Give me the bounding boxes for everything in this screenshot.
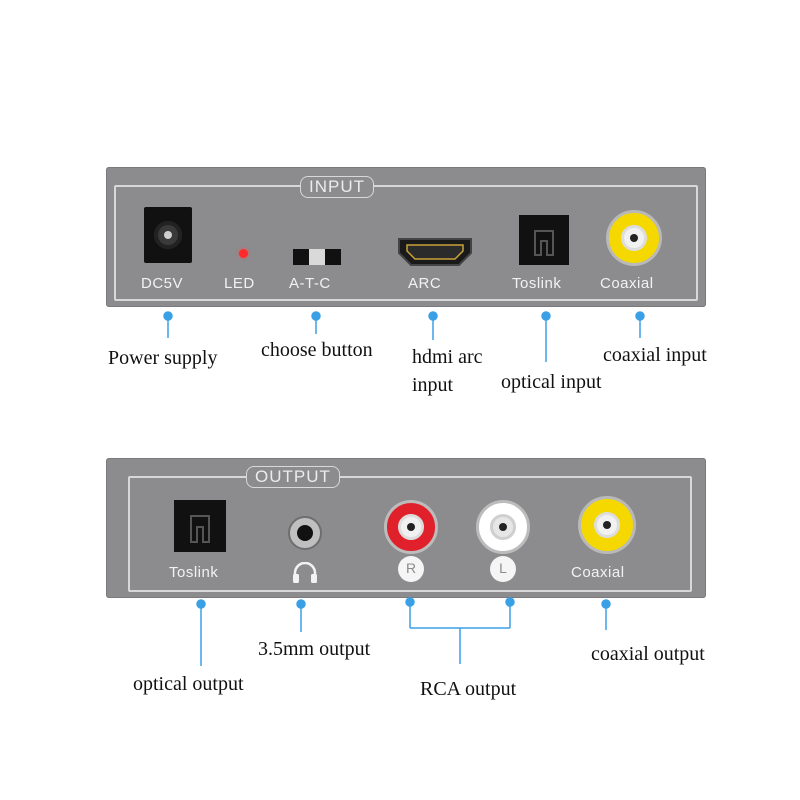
headphone-jack-port[interactable] <box>288 516 322 550</box>
hdmi-arc-port[interactable] <box>397 237 473 267</box>
callout-coaxial-output: coaxial output <box>591 643 705 665</box>
hdmi-port-icon <box>398 238 472 266</box>
callout-rca-output: RCA output <box>420 678 517 700</box>
label-coaxial-in: Coaxial <box>600 275 654 292</box>
input-panel-frame <box>114 185 698 301</box>
led-indicator <box>239 249 248 258</box>
input-panel: INPUT DC5V LED A-T-C ARC Toslink Coaxial <box>106 167 706 307</box>
callout-coaxial-input: coaxial input <box>603 344 707 366</box>
input-panel-title: INPUT <box>300 176 374 198</box>
headphone-icon <box>293 562 317 583</box>
toslink-output-port[interactable] <box>174 500 226 552</box>
label-dc5v: DC5V <box>141 275 184 292</box>
callout-dot-coaxial-in <box>635 311 645 321</box>
label-rca-r: R <box>405 560 417 576</box>
output-panel: OUTPUT Toslink R L Coaxial <box>106 458 706 598</box>
toslink-icon <box>534 230 554 256</box>
label-arc: ARC <box>408 275 442 292</box>
callout-power-supply: Power supply <box>108 347 218 369</box>
callout-optical-output: optical output <box>133 673 244 695</box>
toslink-icon <box>190 515 210 543</box>
callout-dot-optical-out <box>196 599 206 609</box>
coaxial-input-port[interactable] <box>606 210 662 266</box>
callout-dot-choose <box>311 311 321 321</box>
atc-switch[interactable] <box>293 249 341 265</box>
toslink-input-port[interactable] <box>519 215 569 265</box>
rca-right-badge: R <box>398 556 424 582</box>
callout-hdmi-arc-2: input <box>412 374 454 396</box>
atc-switch-knob[interactable] <box>309 249 325 265</box>
rca-left-badge: L <box>490 556 516 582</box>
dc-power-jack[interactable] <box>144 207 192 263</box>
callout-dot-power <box>163 311 173 321</box>
callout-dot-optical-in <box>541 311 551 321</box>
label-toslink-in: Toslink <box>512 275 562 292</box>
label-toslink-out: Toslink <box>169 564 219 581</box>
label-led: LED <box>224 275 255 292</box>
coaxial-socket-icon <box>621 225 647 251</box>
dc-jack-socket-icon <box>154 221 182 249</box>
coaxial-output-port[interactable] <box>578 496 636 554</box>
callout-hdmi-arc-1: hdmi arc <box>412 346 483 368</box>
rca-left-port[interactable] <box>476 500 530 554</box>
callout-optical-input: optical input <box>501 371 602 393</box>
label-coaxial-out: Coaxial <box>571 564 625 581</box>
label-atc: A-T-C <box>289 275 331 292</box>
rca-right-port[interactable] <box>384 500 438 554</box>
callout-dot-headphone <box>296 599 306 609</box>
callout-3-5mm-output: 3.5mm output <box>258 638 371 660</box>
output-panel-title: OUTPUT <box>246 466 340 488</box>
callout-dot-hdmi <box>428 311 438 321</box>
callout-dot-coaxial-out <box>601 599 611 609</box>
output-panel-frame <box>128 476 692 592</box>
callout-choose-button: choose button <box>261 339 373 361</box>
label-rca-l: L <box>499 560 507 576</box>
